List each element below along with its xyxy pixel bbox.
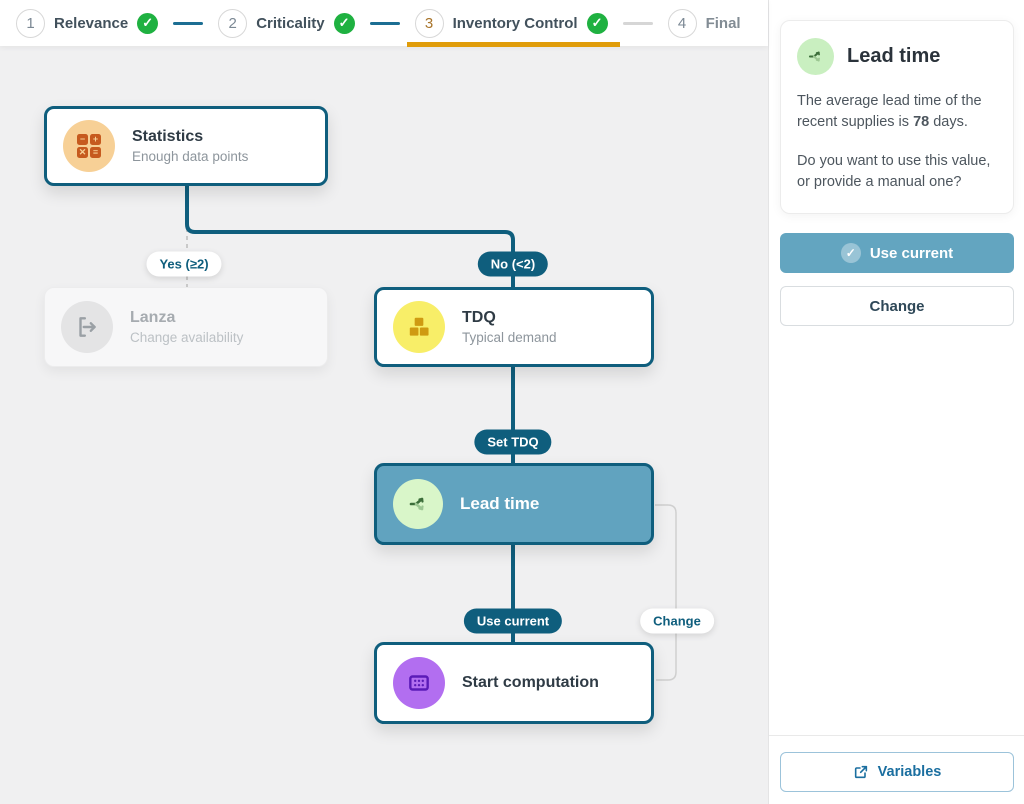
step-connector [173, 21, 204, 25]
seal-check-icon: ✓ [840, 243, 861, 263]
use-current-label: Use current [869, 244, 954, 262]
change-label: Change [869, 297, 925, 315]
share-icon [393, 479, 443, 529]
panel-title: Lead time [847, 45, 941, 67]
edge-label-yes: Yes (≥2) [146, 251, 222, 277]
node-subtitle: Enough data points [132, 149, 249, 164]
calculator-icon: −+ ✕≡ [63, 120, 115, 172]
share-icon [797, 38, 834, 75]
step-number: 1 [16, 8, 45, 38]
wizard-stepper: 1 Relevance ✓ 2 Criticality ✓ 3 Inventor… [0, 0, 768, 47]
panel-description-1: The average lead time of the recent supp… [797, 93, 982, 131]
exit-icon [61, 301, 113, 353]
flow-canvas: Yes (≥2) No (<2) Set TDQ Use current Cha… [0, 46, 768, 804]
step-label: Final [705, 14, 741, 32]
node-statistics[interactable]: −+ ✕≡ Statistics Enough data points [44, 106, 328, 186]
step-number: 3 [414, 8, 444, 38]
node-lead-time[interactable]: Lead time [374, 463, 654, 545]
node-title: Lead time [460, 494, 540, 513]
check-circle-icon: ✓ [333, 12, 355, 34]
node-subtitle: Change availability [130, 330, 244, 345]
action-sidebar: Lead time The average lead time of the r… [768, 0, 1024, 804]
boxes-icon [393, 301, 445, 353]
edge-label-use-current: Use current [463, 608, 563, 634]
edge-label-no: No (<2) [477, 251, 549, 277]
node-title: Start computation [462, 674, 599, 691]
step-number: 4 [667, 8, 697, 38]
node-start-computation[interactable]: Start computation [374, 642, 654, 724]
change-button[interactable]: Change [780, 286, 1014, 326]
check-circle-icon: ✓ [586, 12, 608, 34]
lead-time-value: 78 [913, 114, 930, 131]
step-label: Criticality [256, 14, 325, 32]
node-title: Statistics [132, 128, 204, 145]
step-label: Relevance [54, 14, 129, 32]
step-inventory-control[interactable]: 3 Inventory Control ✓ [406, 8, 620, 47]
step-label: Inventory Control [452, 14, 578, 32]
external-link-icon [854, 765, 867, 779]
step-connector [622, 21, 653, 25]
use-current-button[interactable]: ✓ Use current [780, 233, 1014, 273]
variables-button[interactable]: Variables [780, 752, 1014, 792]
node-title: TDQ [462, 309, 496, 326]
edge-label-set-tdq: Set TDQ [474, 429, 552, 455]
variables-label: Variables [877, 764, 942, 780]
matrix-icon [393, 657, 445, 709]
node-lanza[interactable]: Lanza Change availability [44, 287, 328, 367]
flow-editor-main: 1 Relevance ✓ 2 Criticality ✓ 3 Inventor… [0, 0, 768, 804]
step-number: 2 [218, 8, 248, 38]
lead-time-info-card: Lead time The average lead time of the r… [780, 20, 1014, 215]
step-connector [369, 21, 400, 25]
node-subtitle: Typical demand [462, 330, 557, 345]
step-final[interactable]: 4 Final [667, 8, 750, 38]
node-title: Lanza [130, 309, 176, 326]
panel-description-2: Do you want to use this value, or provid… [797, 153, 991, 191]
check-circle-icon: ✓ [137, 12, 159, 34]
node-tdq[interactable]: TDQ Typical demand [374, 287, 654, 367]
edge-label-change: Change [640, 608, 714, 634]
sidebar-divider [769, 735, 1024, 736]
step-criticality[interactable]: 2 Criticality ✓ [218, 8, 355, 38]
step-relevance[interactable]: 1 Relevance ✓ [16, 8, 159, 38]
